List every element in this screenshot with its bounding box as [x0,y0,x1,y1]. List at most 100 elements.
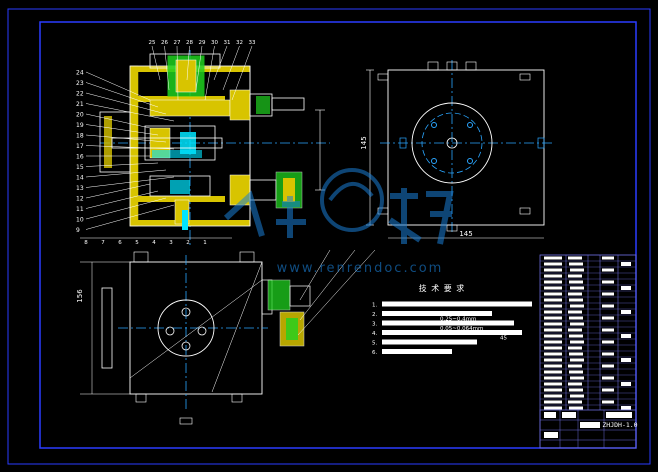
parts-cell [544,268,562,272]
leader-line [213,45,228,81]
parts-cell [544,346,562,350]
callout-label: 25 [149,40,156,46]
parts-cell [544,400,562,404]
tech-item-bar [382,349,452,354]
parts-cell [544,382,562,386]
parts-cell [602,340,614,344]
callout-label: 16 [76,154,84,161]
parts-cell [544,340,562,344]
parts-cell [568,274,582,278]
parts-cell [602,268,614,272]
parts-cell [544,406,562,410]
leader-line [85,134,167,143]
callout-label: 32 [236,40,243,46]
parts-cell [569,406,583,410]
parts-cell [544,322,562,326]
parts-cell [570,286,584,290]
leader-line [85,197,167,220]
parts-cell [621,358,631,362]
callout-label: 12 [76,196,84,203]
parts-cell [570,394,584,398]
parts-cell [568,256,582,260]
parts-cell [570,358,584,362]
tech-item-text: 45 [500,336,507,342]
callout-label: 6 [118,240,122,246]
callout-label: 19 [76,122,84,129]
parts-cell [544,256,562,260]
watermark-logo [223,168,454,245]
callout-label: 33 [249,40,256,46]
leader-line [85,124,159,136]
leader-line [85,169,167,178]
side-view-dimension-bottom: 145 [459,230,472,238]
tech-item-number: 2. [372,312,377,318]
parts-cell [602,292,614,296]
parts-cell [544,364,562,368]
parts-cell [544,316,562,320]
parts-cell [544,328,562,332]
callout-label: 3 [169,240,173,246]
parts-cell [569,262,583,266]
callout-label: 29 [199,40,206,46]
parts-cell [544,304,562,308]
leader-line [85,113,151,129]
tech-requirements-title: 技 术 要 求 [419,283,466,293]
parts-cell [544,262,562,266]
parts-cell [544,352,562,356]
leader-line [204,45,215,101]
leader-line [85,82,159,108]
callout-label: 18 [76,133,84,140]
callout-label: 7 [101,240,105,246]
parts-cell [569,298,583,302]
callout-label: 22 [76,91,84,98]
parts-cell [602,364,614,368]
parts-cell [621,334,631,338]
leader-line [85,103,175,122]
leader-line [222,45,240,91]
leader-line [85,183,151,199]
parts-cell [602,304,614,308]
parts-cell [544,376,562,380]
callout-label: 14 [76,175,84,182]
tech-item-bar [382,311,492,316]
parts-cell [544,394,562,398]
tech-item-number: 1. [372,303,377,309]
leader-line [231,45,253,101]
top-view [80,249,376,425]
leader-line [85,190,159,209]
parts-cell [569,316,583,320]
leader-line [195,45,203,91]
parts-cell [544,286,562,290]
parts-cell [621,286,631,290]
parts-cell [621,262,631,266]
tech-item-text: 0.25~0.4mm [440,317,476,323]
callout-label: 20 [76,112,84,119]
parts-cell [568,328,582,332]
tech-item-number: 6. [372,350,377,356]
leader-line [85,92,167,115]
leader-line [85,176,175,188]
parts-cell [544,358,562,362]
tech-item-number: 5. [372,341,377,347]
parts-cell [544,274,562,278]
callout-label: 1 [203,240,207,246]
parts-cell [621,406,631,410]
callout-label: 30 [211,40,218,46]
callout-label: 15 [76,164,84,171]
leader-line [85,71,151,101]
parts-cell [568,400,582,404]
side-view [366,60,552,239]
watermark-url: www.renrendoc.com [277,261,444,276]
parts-cell [570,376,584,380]
outer-frame [7,8,651,465]
parts-cell [544,334,562,338]
tech-item-bar [382,301,532,307]
callout-label: 27 [174,40,181,46]
leader-line [85,204,175,230]
parts-cell [544,370,562,374]
